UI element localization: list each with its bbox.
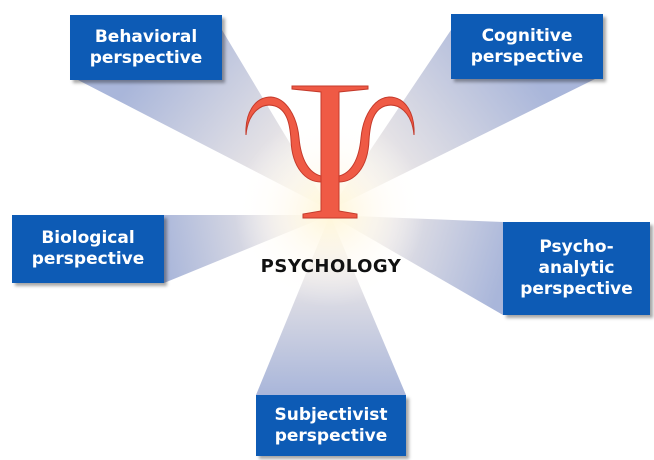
psychoanalytic-perspective-box: Psycho- analytic perspective — [503, 222, 650, 315]
psychoanalytic-line3: perspective — [520, 279, 633, 299]
psychoanalytic-line1: Psycho- — [539, 237, 614, 257]
center-label-psychology: PSYCHOLOGY — [260, 256, 402, 277]
biological-line1: Biological — [41, 228, 135, 248]
psychoanalytic-line2: analytic — [538, 258, 615, 278]
subjectivist-line2: perspective — [274, 425, 388, 446]
cognitive-perspective-box: Cognitive perspective — [451, 14, 603, 79]
behavioral-perspective-box: Behavioral perspective — [70, 15, 222, 80]
biological-line2: perspective — [31, 249, 145, 269]
cognitive-line1: Cognitive — [481, 25, 573, 46]
behavioral-line1: Behavioral — [94, 26, 198, 47]
subjectivist-line1: Subjectivist — [274, 404, 388, 425]
behavioral-line2: perspective — [89, 47, 203, 68]
subjectivist-perspective-box: Subjectivist perspective — [256, 395, 406, 456]
psi-symbol — [245, 85, 415, 219]
biological-perspective-box: Biological perspective — [12, 215, 164, 283]
cognitive-line2: perspective — [470, 46, 584, 67]
